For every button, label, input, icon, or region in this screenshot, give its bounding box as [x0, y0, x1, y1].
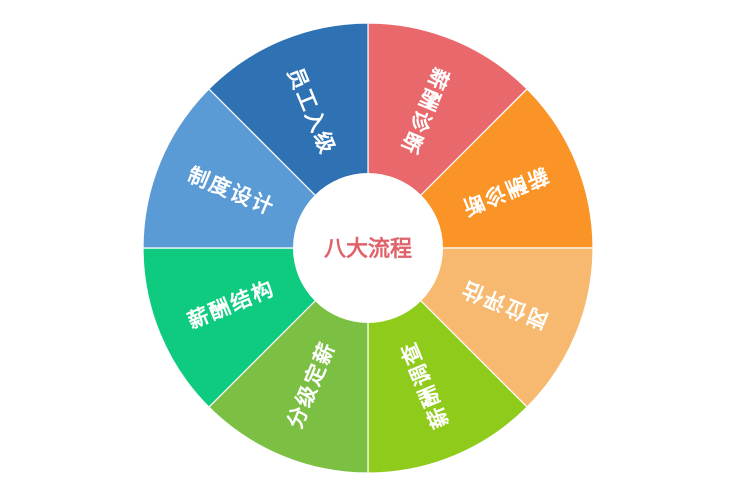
center-title: 八大流程	[324, 236, 412, 262]
center-circle	[293, 173, 443, 323]
